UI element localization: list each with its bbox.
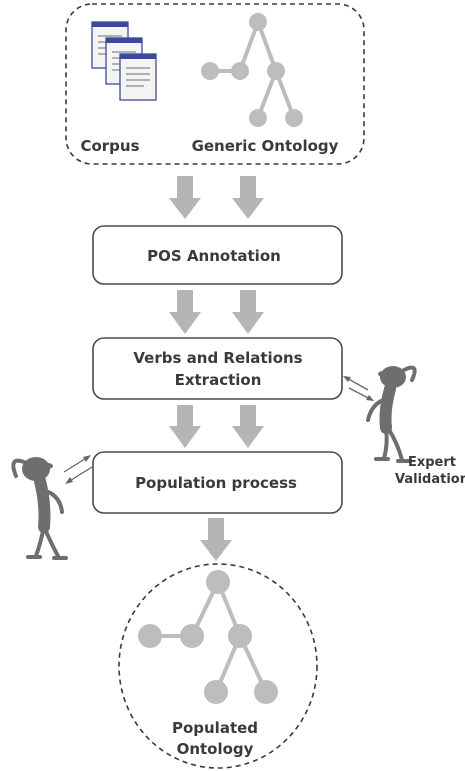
verbs-relations-label-line1: Verbs and Relations [133,349,302,367]
pos-annotation-label: POS Annotation [147,247,281,265]
arrow-population-to-output [200,518,232,561]
pos-annotation-box [92,225,343,285]
population-process-label: Population process [135,474,297,492]
populated-ontology-border [118,563,318,769]
ontology-label: Ontology [177,740,254,758]
expert-double-arrow-icon [343,376,374,401]
corpus-label: Corpus [80,137,139,155]
populated-ontology-tree-icon [138,570,278,704]
arrow-pos-to-extraction [169,290,264,334]
validation-label: Validation [395,472,465,487]
arrow-extraction-to-population [169,405,264,448]
generic-ontology-label: Generic Ontology [192,137,339,155]
input-group-border [65,3,365,165]
arrow-input-to-pos [169,176,264,219]
person-figure-left [11,457,68,560]
expert-figure-right [366,365,417,463]
verbs-relations-extraction-box [92,337,343,400]
left-double-arrow-icon [63,455,93,484]
generic-ontology-tree-icon [201,13,303,127]
population-process-box [92,451,343,514]
corpus-documents-icon [91,21,157,101]
populated-label: Populated [172,719,258,737]
expert-label: Expert [408,455,456,470]
verbs-relations-label-line2: Extraction [175,371,262,389]
